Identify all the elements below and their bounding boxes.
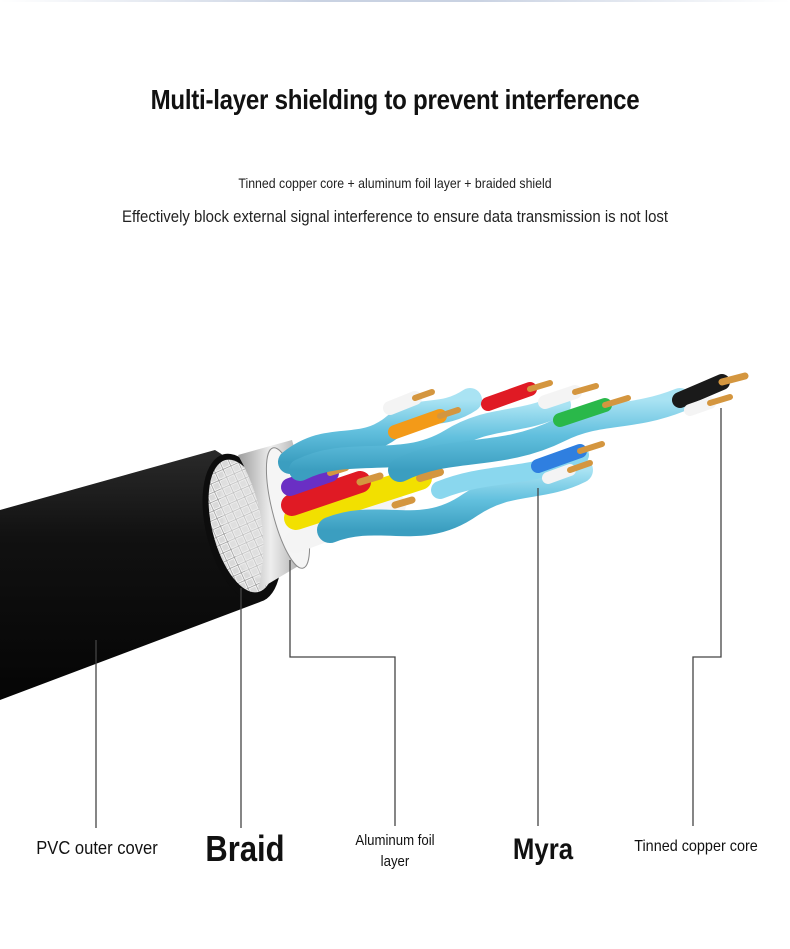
inner-wires <box>281 464 444 553</box>
label-aluminum-foil-layer: Aluminum foil layer <box>342 830 448 872</box>
page-subtitle: Tinned copper core + aluminum foil layer… <box>238 175 552 191</box>
leader-line-core <box>692 408 722 826</box>
label-mylar: Myra <box>512 833 574 866</box>
label-braid: Braid <box>205 828 285 869</box>
leader-line-foil <box>289 560 396 826</box>
page-description: Effectively block external signal interf… <box>121 207 669 226</box>
leader-lines <box>95 408 722 828</box>
cable-cross-section-illustration <box>0 372 749 828</box>
label-pvc-outer-cover: PVC outer cover <box>36 838 158 858</box>
top-border <box>0 0 790 2</box>
pair-conductors <box>383 372 749 484</box>
label-foil-line2: layer <box>380 853 410 870</box>
label-foil-line1: Aluminum foil <box>355 832 435 849</box>
page-title: Multi-layer shielding to prevent interfe… <box>150 84 640 115</box>
label-tinned-copper-core: Tinned copper core <box>634 838 758 855</box>
